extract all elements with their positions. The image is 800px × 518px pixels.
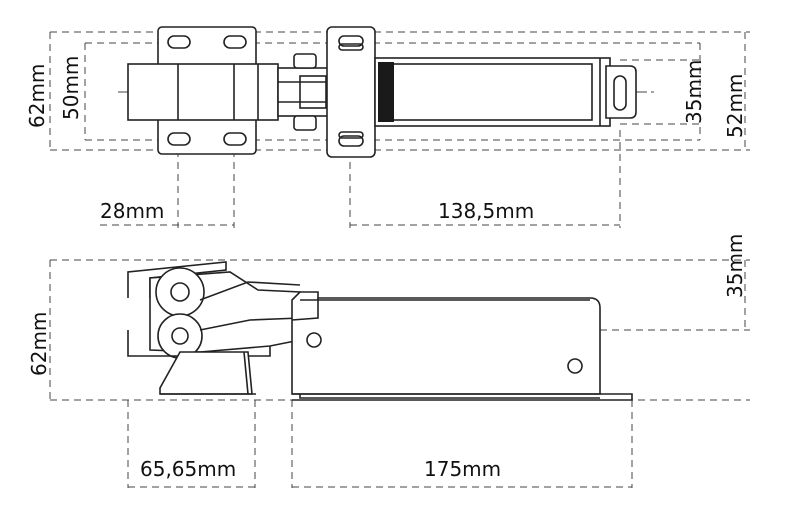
dim-top-height-outer: 62mm bbox=[25, 64, 49, 128]
top-view: 62mm 50mm 28mm 138,5mm 35mm 52mm bbox=[25, 26, 750, 228]
dim-top-hinge-width: 28mm bbox=[100, 199, 164, 223]
dim-side-height: 62mm bbox=[27, 312, 51, 376]
dim-side-right-length: 175mm bbox=[424, 457, 501, 481]
side-view: 62mm 35mm 65,65mm 175mm bbox=[27, 234, 750, 488]
dim-top-slot-height: 35mm bbox=[682, 60, 706, 124]
dim-side-left-length: 65,65mm bbox=[140, 457, 236, 481]
dim-top-height-inner: 50mm bbox=[59, 56, 83, 120]
dim-top-right-length: 138,5mm bbox=[438, 199, 534, 223]
dim-top-body-height: 52mm bbox=[723, 74, 747, 138]
dim-side-right-height: 35mm bbox=[723, 234, 747, 298]
